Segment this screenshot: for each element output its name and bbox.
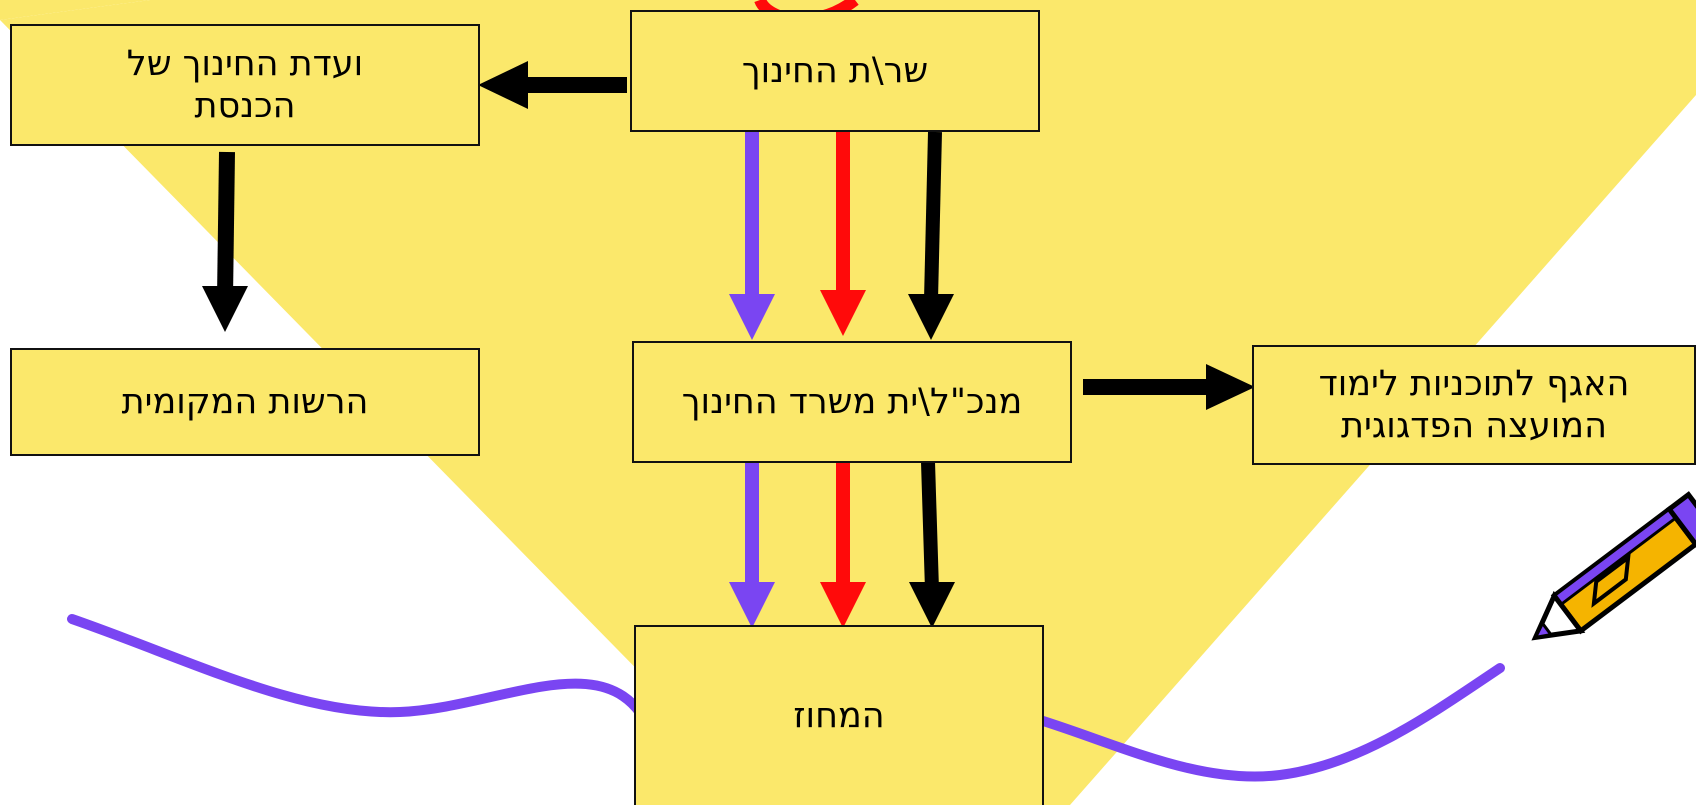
local-authority-box: הרשות המקומית: [10, 348, 480, 456]
purple-wave-line: [67, 614, 1505, 782]
arrow-purple-minister-to-dg: [729, 132, 775, 340]
arrow-minister-to-committee: [478, 61, 627, 109]
arrow-red-dg-to-district: [820, 462, 866, 628]
minister-label: שר\ת החינוך: [741, 51, 929, 91]
district-label: המחוז: [793, 696, 885, 736]
local-authority-label: הרשות המקומית: [121, 382, 369, 422]
arrow-committee-to-local: [202, 151, 248, 332]
director-general-label: מנכ"ל\ית משרד החינוך: [681, 382, 1023, 422]
curriculum-division-label: האגף לתוכניות לימוד המועצה הפדגוגית: [1318, 364, 1630, 446]
district-box: המחוז: [634, 625, 1044, 805]
director-general-box: מנכ"ל\ית משרד החינוך: [632, 341, 1072, 463]
background-triangle-edge: [0, 0, 150, 20]
knesset-committee-label: ועדת החינוך של הכנסת: [126, 44, 364, 126]
arrow-dg-to-curriculum: [1083, 364, 1255, 410]
arrow-purple-dg-to-district: [729, 462, 775, 628]
arrow-black-minister-to-dg: [908, 131, 954, 340]
arrow-black-dg-to-district: [909, 461, 955, 628]
knesset-committee-box: ועדת החינוך של הכנסת: [10, 24, 480, 146]
pencil-icon: [1531, 491, 1696, 641]
arrow-red-minister-to-dg: [820, 132, 866, 336]
minister-box: שר\ת החינוך: [630, 10, 1040, 132]
curriculum-division-box: האגף לתוכניות לימוד המועצה הפדגוגית: [1252, 345, 1696, 465]
